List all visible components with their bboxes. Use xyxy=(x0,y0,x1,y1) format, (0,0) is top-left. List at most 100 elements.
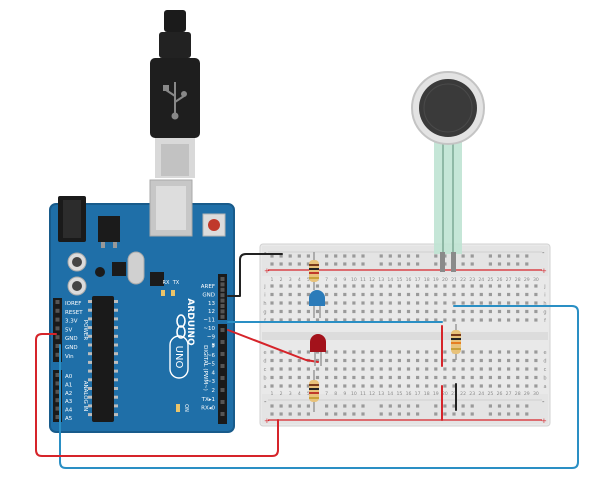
breadboard-hole[interactable] xyxy=(325,404,329,408)
breadboard-hole[interactable] xyxy=(434,384,438,388)
resistor[interactable] xyxy=(309,252,319,290)
breadboard-hole[interactable] xyxy=(470,262,474,266)
breadboard-hole[interactable] xyxy=(534,318,538,322)
breadboard-hole[interactable] xyxy=(525,318,529,322)
breadboard-hole[interactable] xyxy=(507,367,511,371)
breadboard-hole[interactable] xyxy=(497,292,502,297)
breadboard-hole[interactable] xyxy=(343,384,347,388)
breadboard-hole[interactable] xyxy=(397,412,401,416)
breadboard-hole[interactable] xyxy=(288,404,292,408)
breadboard-hole[interactable] xyxy=(270,309,274,314)
breadboard-hole[interactable] xyxy=(270,284,274,288)
breadboard-hole[interactable] xyxy=(361,292,365,297)
breadboard-hole[interactable] xyxy=(488,358,492,363)
breadboard-hole[interactable] xyxy=(334,384,338,388)
breadboard-hole[interactable] xyxy=(315,367,320,371)
breadboard-hole[interactable] xyxy=(434,367,438,371)
breadboard-hole[interactable] xyxy=(416,318,420,322)
breadboard-hole[interactable] xyxy=(370,284,374,288)
breadboard-hole[interactable] xyxy=(306,301,310,305)
breadboard-hole[interactable] xyxy=(379,358,383,363)
breadboard-hole[interactable] xyxy=(343,350,347,354)
breadboard-hole[interactable] xyxy=(306,254,310,258)
header-hole[interactable] xyxy=(55,373,60,377)
header-hole[interactable] xyxy=(55,300,60,304)
breadboard-hole[interactable] xyxy=(434,412,438,416)
header-hole[interactable] xyxy=(220,309,225,314)
header-hole[interactable] xyxy=(220,364,225,368)
breadboard-hole[interactable] xyxy=(488,350,492,354)
header-hole[interactable] xyxy=(220,314,225,319)
breadboard-hole[interactable] xyxy=(470,301,474,305)
breadboard-hole[interactable] xyxy=(343,358,347,363)
breadboard-hole[interactable] xyxy=(334,309,338,314)
breadboard-hole[interactable] xyxy=(379,318,383,322)
breadboard-hole[interactable] xyxy=(279,318,283,322)
breadboard[interactable]: - + - + - + - + 112233445566778899101011… xyxy=(259,243,551,427)
breadboard-hole[interactable] xyxy=(434,350,438,354)
breadboard-hole[interactable] xyxy=(497,404,502,408)
breadboard-hole[interactable] xyxy=(361,309,365,314)
breadboard-hole[interactable] xyxy=(434,318,438,322)
breadboard-hole[interactable] xyxy=(270,404,274,408)
breadboard-hole[interactable] xyxy=(479,375,483,380)
breadboard-hole[interactable] xyxy=(325,350,329,354)
breadboard-hole[interactable] xyxy=(452,309,456,314)
breadboard-hole[interactable] xyxy=(388,404,392,408)
breadboard-hole[interactable] xyxy=(379,404,383,408)
breadboard-hole[interactable] xyxy=(534,292,538,297)
breadboard-hole[interactable] xyxy=(406,367,411,371)
breadboard-hole[interactable] xyxy=(488,284,492,288)
breadboard-hole[interactable] xyxy=(297,384,301,388)
breadboard-hole[interactable] xyxy=(416,301,420,305)
breadboard-hole[interactable] xyxy=(507,262,511,266)
breadboard-hole[interactable] xyxy=(488,309,492,314)
breadboard-hole[interactable] xyxy=(306,367,310,371)
breadboard-hole[interactable] xyxy=(297,318,301,322)
breadboard-hole[interactable] xyxy=(361,318,365,322)
breadboard-hole[interactable] xyxy=(470,292,474,297)
breadboard-hole[interactable] xyxy=(334,301,338,305)
breadboard-hole[interactable] xyxy=(288,375,292,380)
breadboard-hole[interactable] xyxy=(334,350,338,354)
breadboard-hole[interactable] xyxy=(379,262,383,266)
breadboard-hole[interactable] xyxy=(379,309,383,314)
header-hole[interactable] xyxy=(55,406,60,411)
breadboard-hole[interactable] xyxy=(379,254,383,258)
header-hole[interactable] xyxy=(220,304,225,308)
breadboard-hole[interactable] xyxy=(416,292,420,297)
breadboard-hole[interactable] xyxy=(397,318,401,322)
breadboard-hole[interactable] xyxy=(361,284,365,288)
breadboard-hole[interactable] xyxy=(325,318,329,322)
breadboard-hole[interactable] xyxy=(525,358,529,363)
breadboard-hole[interactable] xyxy=(361,358,365,363)
breadboard-hole[interactable] xyxy=(434,284,438,288)
breadboard-hole[interactable] xyxy=(343,318,347,322)
header-hole[interactable] xyxy=(220,340,225,344)
breadboard-hole[interactable] xyxy=(388,254,392,258)
breadboard-hole[interactable] xyxy=(461,309,465,314)
breadboard-hole[interactable] xyxy=(325,262,329,266)
breadboard-hole[interactable] xyxy=(525,404,529,408)
breadboard-hole[interactable] xyxy=(297,254,301,258)
breadboard-hole[interactable] xyxy=(416,412,420,416)
breadboard-hole[interactable] xyxy=(488,375,492,380)
breadboard-hole[interactable] xyxy=(516,404,520,408)
breadboard-hole[interactable] xyxy=(343,254,347,258)
header-hole[interactable] xyxy=(220,277,225,281)
breadboard-hole[interactable] xyxy=(343,375,347,380)
breadboard-hole[interactable] xyxy=(388,358,392,363)
breadboard-hole[interactable] xyxy=(279,384,283,388)
breadboard-hole[interactable] xyxy=(352,301,356,305)
breadboard-hole[interactable] xyxy=(525,254,529,258)
breadboard-hole[interactable] xyxy=(470,358,474,363)
header-hole[interactable] xyxy=(220,376,225,380)
breadboard-hole[interactable] xyxy=(388,350,392,354)
breadboard-hole[interactable] xyxy=(352,375,356,380)
breadboard-hole[interactable] xyxy=(279,350,283,354)
resistor[interactable] xyxy=(309,370,319,412)
breadboard-hole[interactable] xyxy=(270,292,274,297)
breadboard-hole[interactable] xyxy=(325,375,329,380)
breadboard-hole[interactable] xyxy=(306,412,310,416)
breadboard-hole[interactable] xyxy=(470,412,474,416)
